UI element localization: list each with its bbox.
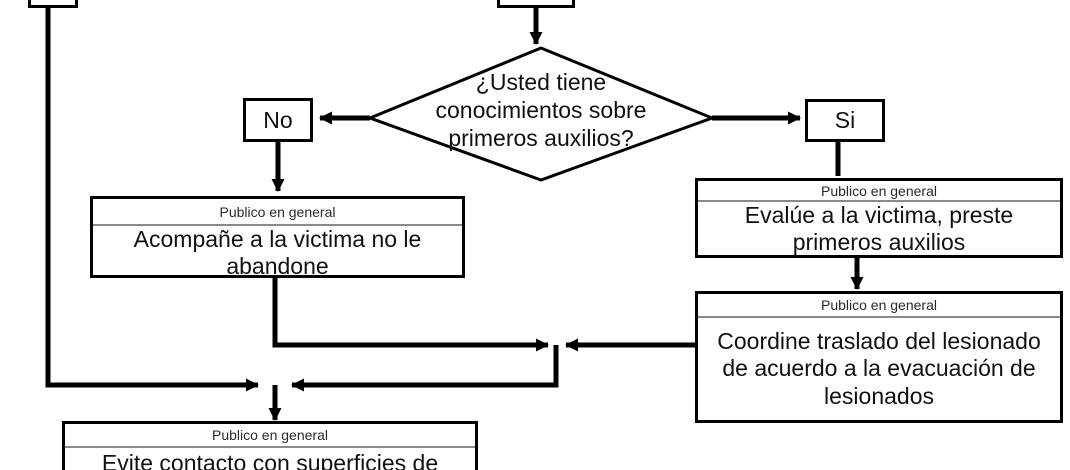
role-band-coordinate: Publico en general [698,294,1060,318]
process-avoid-contact[interactable]: Publico en general Evite contacto con su… [62,421,478,470]
edge-accompany-to-upper-merge [272,278,549,352]
role-band-evaluate: Publico en general [698,181,1060,202]
process-evaluate-victim-text: Evalúe a la victima, preste primeros aux… [744,202,1014,256]
branch-si-box[interactable]: Si [805,99,885,142]
branch-no-box[interactable]: No [243,98,313,142]
role-band-accompany: Publico en general [93,199,462,226]
process-accompany-victim-text: Acompañe a la victima no le abandone [133,226,422,280]
decision-diamond-shape [365,46,717,182]
branch-no-label: No [263,106,293,133]
edge-upper-merge-to-bottom-merge [291,345,559,392]
process-coordinate-transfer[interactable]: Publico en general Coordine traslado del… [695,291,1063,423]
process-accompany-victim[interactable]: Publico en general Acompañe a la victima… [90,196,465,280]
process-avoid-contact-text: Evite contacto con superficies de [101,450,439,470]
branch-si-label: Si [834,107,856,133]
edge-topleft-to-bottom-merge [45,2,259,392]
role-band-avoid-contact: Publico en general [65,424,475,448]
partial-node-top-left [28,0,78,8]
decision-first-aid-label: ¿Usted tiene conocimientos sobre primero… [435,69,647,152]
process-evaluate-victim[interactable]: Publico en general Evalúe a la victima, … [695,178,1063,258]
partial-node-top-right [497,0,575,8]
process-coordinate-transfer-text: Coordine traslado del lesionado de acuer… [717,328,1041,409]
